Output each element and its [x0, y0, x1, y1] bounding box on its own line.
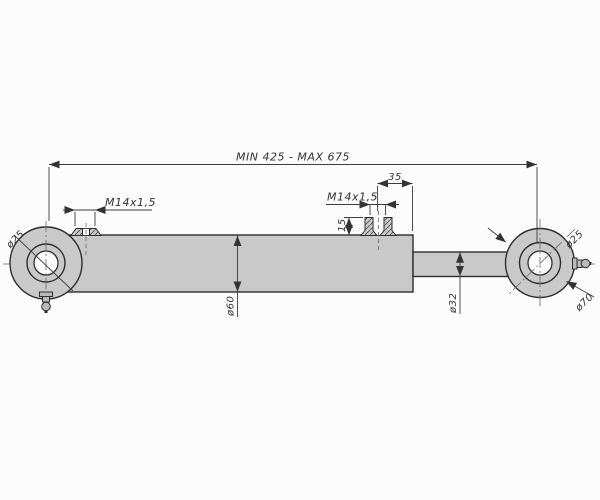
port-height-label: 15 [337, 218, 348, 232]
left-grease-nipple-icon [39, 291, 53, 313]
rod-eye-joint-arrow [487, 227, 506, 243]
rod-diameter-dimension: ø32 [448, 252, 464, 314]
right-port-dimension: M14x1,5 [326, 191, 399, 215]
right-port-wall-right [378, 217, 398, 236]
overall-length-label: MIN 425 - MAX 675 [236, 151, 350, 164]
right-grease-nipple-icon [572, 257, 592, 270]
left-port-thread-label: M14x1,5 [105, 196, 156, 209]
port-offset-dimension: 35 [377, 172, 413, 231]
left-eye-bore-leader [13, 234, 74, 292]
rod-diameter-label: ø32 [448, 293, 459, 314]
right-port [359, 211, 398, 251]
port-height-dimension: 15 [337, 217, 363, 236]
cylinder-barrel [66, 234, 414, 293]
right-eye-diagonal-centerline [508, 228, 576, 295]
right-eye [504, 219, 592, 308]
right-port-thread-label: M14x1,5 [327, 191, 378, 204]
left-port [70, 223, 102, 257]
barrel-diameter-label: ø60 [226, 296, 237, 317]
left-port-dimension: M14x1,5 [63, 196, 156, 226]
port-offset-label: 35 [388, 172, 402, 183]
piston-rod [412, 251, 521, 278]
left-port-wedge-left [70, 228, 83, 236]
left-eye [9, 221, 83, 313]
barrel-diameter-dimension: ø60 [226, 235, 242, 317]
right-port-wall-left [359, 217, 379, 236]
overall-length-dimension: MIN 425 - MAX 675 [48, 151, 538, 242]
left-port-wedge-right [89, 228, 102, 236]
